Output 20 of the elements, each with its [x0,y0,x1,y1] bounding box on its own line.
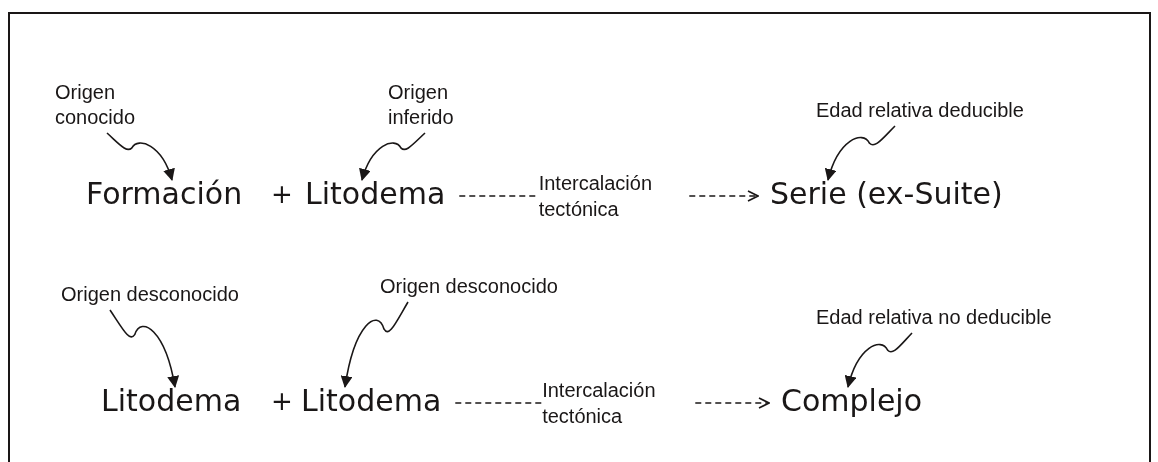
annotation-text: Origen desconocido [380,274,560,299]
annotation-text: Origen conocido [55,80,185,130]
curved-arrow [106,132,175,181]
annotation-text: Edad relativa deducible [816,98,1116,123]
annotation-text: Origen inferido [388,80,498,130]
unit-term: Complejo [781,383,923,419]
curved-arrow [359,132,426,181]
curved-arrow [341,301,409,388]
curved-arrow [845,332,913,388]
unit-term: Formación [86,176,243,212]
unit-term: Litodema [305,176,446,212]
annotation-text: Origen desconocido [61,282,241,307]
unit-term: Serie (ex-Suite) [770,176,1003,212]
curved-arrow [825,125,896,181]
unit-term: Litodema [101,383,242,419]
curved-arrow [109,309,179,388]
annotation-text: Edad relativa no deducible [816,305,1136,330]
unit-term: Litodema [301,383,442,419]
plus-sign: + [271,178,293,211]
plus-sign: + [271,385,293,418]
